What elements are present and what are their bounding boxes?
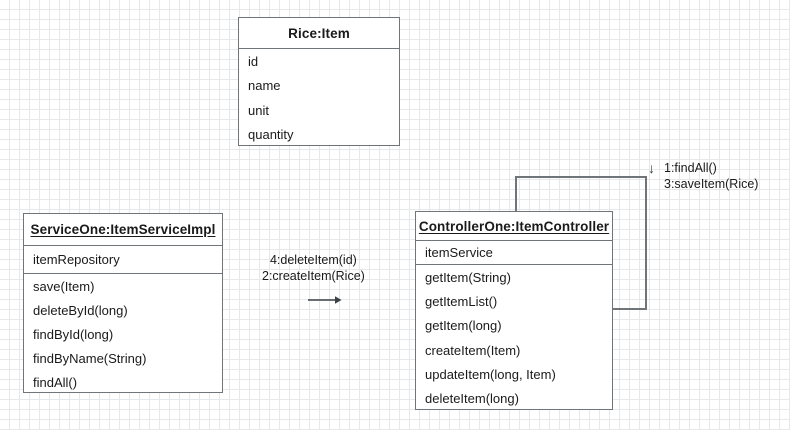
uml-box-controller-one-operations: getItem(String) getItemList() getItem(lo… [416,264,612,411]
uml-box-controller-one-attributes: itemService [416,240,612,264]
uml-box-service-one-attributes: itemRepository [24,245,222,273]
uml-operation-row: findByName(String) [33,350,147,366]
uml-operation-row: findById(long) [33,326,114,342]
uml-box-rice-item[interactable]: Rice:Item id name unit quantity [238,17,400,146]
uml-attribute-row: id [248,53,259,69]
message-label-controller-self: 1:findAll() 3:saveItem(Rice) [664,160,758,192]
uml-box-controller-one-title: ControllerOne:ItemController [418,218,610,234]
uml-box-rice-item-title: Rice:Item [288,25,350,41]
uml-operation-row: updateItem(long, Item) [425,366,556,382]
uml-box-rice-item-attributes: id name unit quantity [239,48,399,147]
uml-operation-row: getItem(String) [425,269,511,285]
uml-operation-row: deleteItem(long) [425,391,519,407]
connector-segment-right [645,176,647,309]
uml-box-controller-one[interactable]: ControllerOne:ItemController itemService… [415,211,613,410]
message-label-line: 3:saveItem(Rice) [664,177,759,191]
uml-attribute-row: itemRepository [33,252,120,267]
uml-operation-row: createItem(Item) [425,342,521,358]
uml-operation-row: findAll() [33,374,78,390]
uml-box-service-one-title: ServiceOne:ItemServiceImpl [30,222,216,237]
message-label-line: 2:createItem(Rice) [262,269,365,283]
uml-box-service-one[interactable]: ServiceOne:ItemServiceImpl itemRepositor… [23,213,223,393]
down-arrow-icon: ↓ [648,160,655,176]
uml-operation-row: getItemList() [425,293,498,309]
uml-attribute-row: itemService [425,245,493,260]
uml-operation-row: save(Item) [33,278,95,294]
uml-operation-row: deleteById(long) [33,302,128,318]
uml-operation-row: getItem(long) [425,318,502,334]
message-label-service-to-controller: 4:deleteItem(id) 2:createItem(Rice) [262,252,365,284]
uml-attribute-row: unit [248,102,269,118]
connector-segment-bottom [613,308,647,310]
uml-attribute-row: name [248,78,281,94]
connector-segment-top [515,176,647,178]
uml-attribute-row: quantity [248,127,294,143]
message-label-line: 4:deleteItem(id) [269,253,357,267]
uml-box-service-one-operations: save(Item) deleteById(long) findById(lon… [24,273,222,394]
message-label-line: 1:findAll() [664,161,717,175]
connector-segment-left [515,176,517,212]
right-arrow-icon [308,296,342,304]
